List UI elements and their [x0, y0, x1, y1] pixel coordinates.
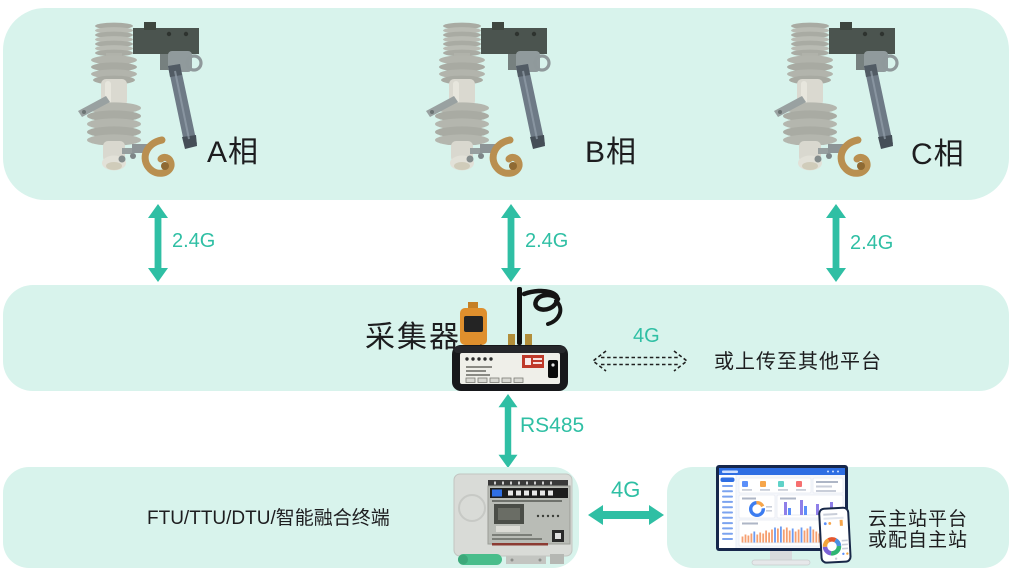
cloud-platform-label-line1: 云主站平台: [868, 509, 969, 530]
fuse-cutout-image-c: [772, 16, 902, 178]
phase-c-link-label: 2.4G: [850, 232, 894, 254]
phase-b-link-label: 2.4G: [525, 230, 569, 252]
phase-c-link-arrow-icon: [824, 204, 848, 282]
collector-label: 采集器: [365, 321, 461, 354]
rs485-link-arrow-icon: [496, 394, 520, 468]
phase-a-link-label: 2.4G: [172, 230, 216, 252]
fuse-cutout-image-a: [76, 16, 206, 178]
phase-c-label: C相: [911, 138, 965, 171]
rs485-link-label: RS485: [520, 414, 585, 437]
monitor-dashboard-image: [716, 465, 864, 567]
terminal-uplink-arrow-icon: [588, 503, 664, 527]
cloud-platform-label-line2: 或配自主站: [868, 530, 969, 551]
terminal-label: FTU/TTU/DTU/智能融合终端: [147, 508, 390, 529]
phase-b-label: B相: [585, 136, 638, 169]
terminal-uplink-label: 4G: [611, 477, 641, 502]
cloud-platform-label: 云主站平台 或配自主站: [868, 509, 968, 551]
fuse-cutout-image-b: [424, 16, 554, 178]
dtu-device-image: [452, 468, 580, 568]
collector-device-image: [440, 287, 580, 393]
phase-b-link-arrow-icon: [499, 204, 523, 282]
other-platform-label: 或上传至其他平台: [714, 351, 882, 373]
phase-a-label: A相: [207, 136, 260, 169]
collector-uplink-label: 4G: [633, 325, 660, 347]
collector-uplink-dashed-arrow-icon: [589, 348, 691, 374]
phase-a-link-arrow-icon: [146, 204, 170, 282]
